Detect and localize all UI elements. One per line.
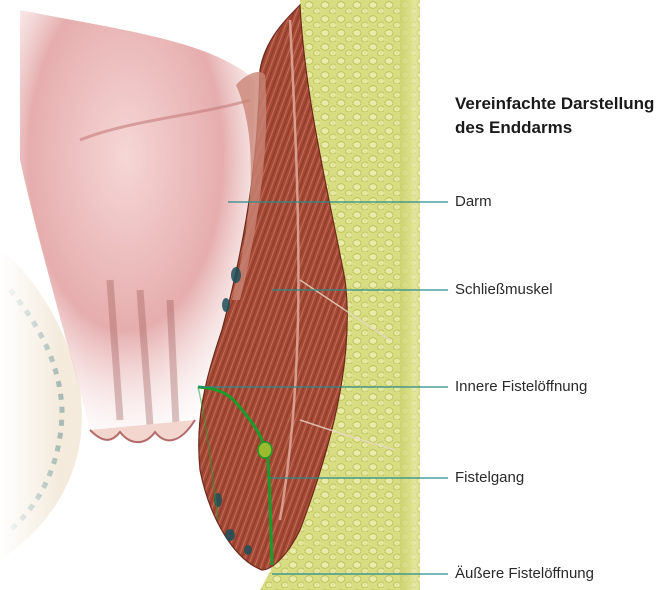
label-innere-fisteloeffnung: Innere Fistelöffnung	[455, 378, 587, 396]
label-fistelgang: Fistelgang	[455, 469, 524, 487]
diagram-title-line-1: Vereinfachte Darstellung	[455, 92, 670, 116]
label-darm: Darm	[455, 193, 492, 211]
label-aeussere-fisteloeffnung: Äußere Fistelöffnung	[455, 565, 594, 583]
diagram-title: Vereinfachte Darstellung des Enddarms	[455, 92, 670, 140]
label-schliessmuskel: Schließmuskel	[455, 281, 553, 299]
fistula-abscess	[258, 442, 272, 458]
diagram-title-line-2: des Enddarms	[455, 116, 670, 140]
